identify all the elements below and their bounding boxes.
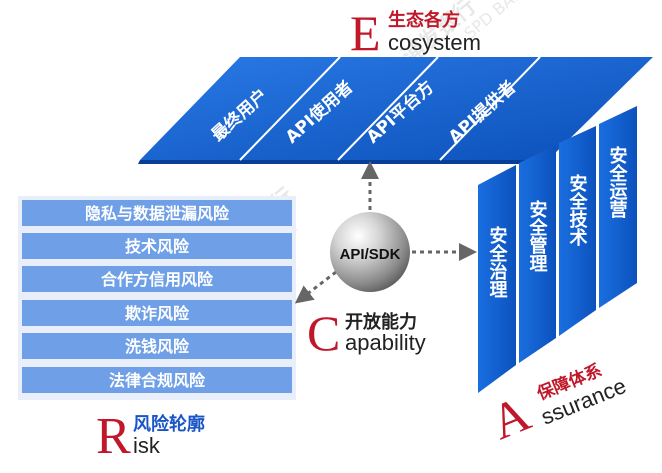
ecosystem-divider bbox=[337, 56, 439, 161]
risk-cn-title: 风险轮廓 bbox=[133, 413, 205, 435]
risk-item-label: 洗钱风险 bbox=[125, 337, 190, 356]
capability-letter: C bbox=[307, 305, 340, 361]
risk-letter: R bbox=[96, 408, 131, 465]
risk-item-bar bbox=[22, 333, 292, 359]
risk-item-label: 合作方信用风险 bbox=[101, 270, 214, 289]
risk-item-bar bbox=[22, 233, 292, 259]
risk-item-label: 技术风险 bbox=[125, 237, 190, 256]
capability-heading: C 开放能力 apability bbox=[307, 305, 426, 361]
risk-item: 隐私与数据泄漏风险 bbox=[22, 200, 292, 226]
risk-item: 法律合规风险 bbox=[22, 367, 292, 393]
ecosystem-cn-title: 生态各方 bbox=[388, 9, 460, 31]
risk-item-bar bbox=[22, 266, 292, 292]
risk-item: 洗钱风险 bbox=[22, 333, 292, 359]
risk-item: 合作方信用风险 bbox=[22, 266, 292, 292]
capability-hub: API/SDK bbox=[294, 161, 477, 304]
assurance-column bbox=[478, 165, 516, 393]
risk-heading: R 风险轮廓 isk bbox=[96, 408, 205, 465]
arrow-left-down bbox=[294, 270, 337, 304]
assurance-column bbox=[599, 106, 637, 308]
ecosystem-shelf bbox=[140, 57, 653, 160]
ecosystem-word: cosystem bbox=[388, 30, 481, 55]
risk-item-label: 法律合规风险 bbox=[109, 371, 206, 390]
risk-item-bar bbox=[22, 367, 292, 393]
assurance-column-label: 安全运营 bbox=[607, 145, 629, 219]
risk-item-bar bbox=[22, 300, 292, 326]
assurance-column-label: 安全技术 bbox=[567, 173, 589, 247]
risk-word: isk bbox=[133, 433, 161, 458]
risk-panel: 隐私与数据泄漏风险 技术风险 合作方信用风险 欺诈风险 洗钱风险 法律合规风险 bbox=[18, 196, 296, 400]
risk-item-label: 隐私与数据泄漏风险 bbox=[85, 204, 230, 223]
assurance-panel: 安全治理 安全管理 安全技术 安全运营 bbox=[478, 106, 637, 393]
ecosystem-panel: 最终用户 API使用者 API平台方 API提供者 bbox=[138, 56, 653, 164]
capability-cn-title: 开放能力 bbox=[345, 311, 417, 333]
ecosystem-letter: E bbox=[350, 5, 381, 61]
ecosystem-divider bbox=[439, 56, 541, 161]
api-sdk-sphere bbox=[330, 212, 410, 292]
ecosystem-shelf-edge bbox=[138, 160, 548, 164]
ecosystem-divider bbox=[239, 56, 341, 161]
ecosystem-heading: E 生态各方 cosystem bbox=[350, 5, 481, 61]
risk-item: 欺诈风险 bbox=[22, 300, 292, 326]
risk-panel-bg bbox=[18, 196, 296, 400]
risk-item-label: 欺诈风险 bbox=[125, 304, 190, 323]
capability-word: apability bbox=[345, 330, 426, 355]
hub-label: API/SDK bbox=[340, 246, 401, 263]
assurance-letter: A bbox=[483, 385, 537, 450]
assurance-heading: A 保障体系 ssurance bbox=[483, 360, 630, 451]
risk-item: 技术风险 bbox=[22, 233, 292, 259]
assurance-column bbox=[559, 126, 596, 336]
assurance-column bbox=[519, 145, 556, 363]
assurance-column-label: 安全管理 bbox=[527, 199, 549, 272]
risk-item-bar bbox=[22, 200, 292, 226]
assurance-column-label: 安全治理 bbox=[487, 225, 509, 298]
